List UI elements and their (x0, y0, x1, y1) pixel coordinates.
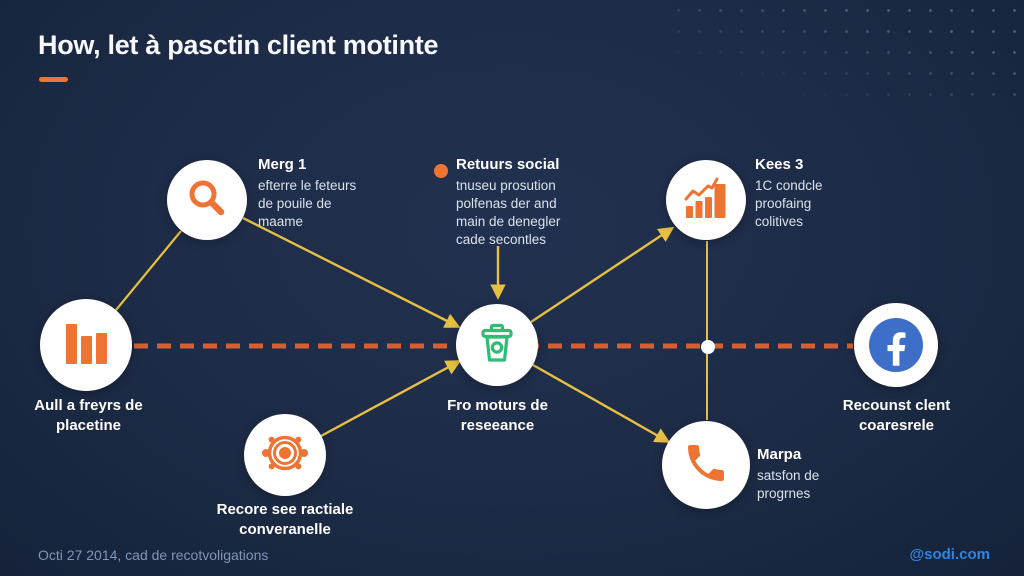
footer-handle-link[interactable]: @sodi.com (909, 546, 990, 563)
timeline-dot (701, 340, 715, 354)
arrow-research-to-phone (532, 363, 671, 443)
node-phone (662, 421, 750, 509)
magnifier-icon (186, 177, 228, 224)
bar-chart-icon (61, 318, 111, 373)
step2-annotation: Retuurs social tnuseu prosution polfenas… (456, 156, 560, 249)
facebook-icon (869, 318, 923, 372)
analytics-caption: Aull a freyrs de placetine (34, 397, 143, 434)
phone-line: progrnes (757, 486, 811, 501)
step1-line: maame (258, 214, 304, 229)
step3-line: 1C condcle (755, 178, 823, 193)
process-caption: Recore see ractiale converanelle (216, 501, 354, 538)
step1-line: de pouile de (258, 196, 332, 211)
arrow-search-to-research (242, 216, 461, 328)
step2-line: polfenas der and (456, 196, 557, 211)
node-process (244, 414, 326, 496)
line-search-to-analytics (115, 230, 182, 311)
facebook-caption: Recounst clent coaresrele (842, 397, 951, 434)
gear-icon (260, 428, 310, 483)
step3-title: Kees 3 (755, 156, 804, 173)
node-facebook (854, 303, 938, 387)
step1-line: efterre le feteurs (258, 178, 357, 193)
page-title: How, let à pasctin client motinte (38, 30, 439, 60)
dot-grid-decoration (668, 0, 1024, 112)
step3-annotation: Kees 3 1C condcle proofaing colitives (755, 156, 823, 231)
step3-line: colitives (755, 214, 804, 229)
node-research (456, 304, 538, 386)
step2-line: main de denegler (456, 214, 561, 229)
growth-chart-icon (680, 172, 732, 229)
node-growth (666, 160, 746, 240)
phone-line: satsfon de (757, 468, 820, 483)
step2-bullet-icon (434, 164, 448, 178)
arrow-process-to-research (320, 360, 462, 438)
step1-annotation: Merg 1 efterre le feteurs de pouile de m… (258, 156, 356, 231)
phone-annotation: Marpa satsfon de progrnes (757, 446, 819, 503)
step3-line: proofaing (755, 196, 812, 211)
footer-date: Octi 27 2014, cad de recotvoligations (38, 547, 269, 563)
step2-line: cade secontles (456, 232, 547, 247)
phone-icon (682, 439, 730, 492)
research-caption: Fro moturs de reseeance (447, 397, 548, 434)
step2-title: Retuurs social (456, 156, 560, 173)
step2-line: tnuseu prosution (456, 178, 556, 193)
title-underline (39, 77, 68, 82)
trash-icon (474, 320, 520, 371)
node-search (167, 160, 247, 240)
step1-title: Merg 1 (258, 156, 307, 173)
node-analytics (40, 299, 132, 391)
arrow-research-to-growth (530, 226, 675, 323)
phone-title: Marpa (757, 446, 802, 463)
